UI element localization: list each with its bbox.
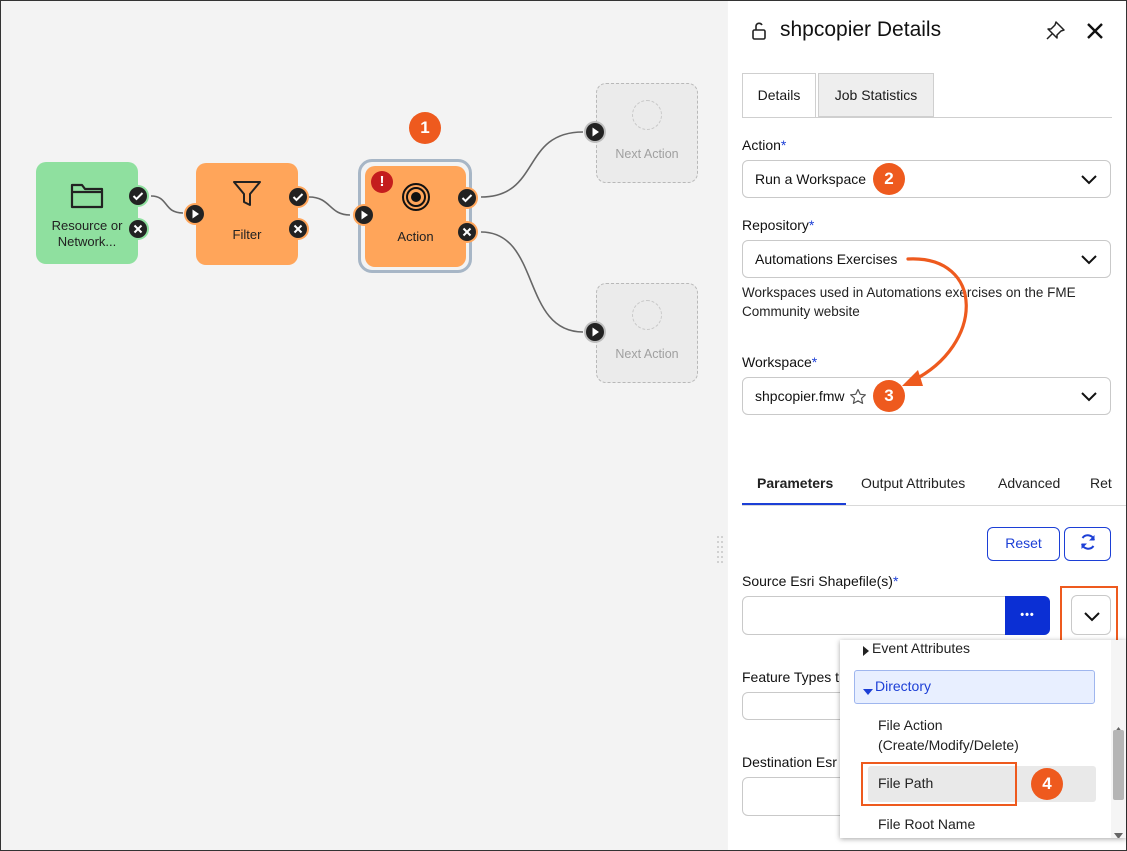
action-label: Action* [742,137,786,153]
funnel-icon [231,178,263,215]
subtab-retry[interactable]: Ret [1090,475,1112,491]
repository-help-text: Workspaces used in Automations exercises… [742,285,1076,319]
error-icon: ! [371,171,393,193]
callout-badge-4: 4 [1031,768,1063,800]
workspace-select[interactable]: shpcopier.fmw [742,377,1111,415]
browse-button[interactable]: ••• [1005,596,1050,635]
resource-node-label-1: Resource or [51,218,123,233]
resource-node[interactable]: Resource or Network... [36,162,138,264]
chevron-down-icon [1080,389,1098,408]
callout-badge-1: 1 [409,112,441,144]
reset-button[interactable]: Reset [987,527,1060,561]
workspace-select-value: shpcopier.fmw [755,388,845,404]
connection-wires [150,131,584,333]
feature-types-label: Feature Types t [742,669,840,685]
action-failure-port[interactable] [456,221,478,243]
repository-label: Repository* [742,217,814,233]
star-icon[interactable] [849,388,867,411]
required-mark: * [808,217,815,233]
directory-label: Directory [875,678,932,694]
callout-badge-3: 3 [873,380,905,412]
tab-details[interactable]: Details [742,73,816,117]
next-action-top-input-port[interactable] [584,121,606,143]
action-label-text: Action [742,137,781,153]
subtab-active-indicator [742,503,846,505]
action-success-port[interactable] [456,187,478,209]
pin-icon[interactable] [1044,20,1066,47]
wire-action-next-bottom [480,231,584,333]
subtab-divider [742,505,1126,506]
dropdown-item-event-attributes[interactable]: Event Attributes [872,640,971,656]
filter-node-label: Filter [232,227,262,242]
refresh-button[interactable] [1064,527,1111,561]
filter-success-port[interactable] [287,186,309,208]
tab-job-statistics[interactable]: Job Statistics [818,73,934,117]
file-path-label: File Path [878,775,934,791]
callout-badge-2: 2 [873,163,905,195]
action-select[interactable]: Run a Workspace [742,160,1111,198]
next-action-top[interactable]: Next Action [596,83,698,183]
placeholder-circle-icon [632,100,662,130]
more-icon: ••• [1020,609,1035,621]
repository-select[interactable]: Automations Exercises [742,240,1111,278]
required-mark: * [811,354,818,370]
subtab-advanced[interactable]: Advanced [998,475,1061,491]
action-select-value: Run a Workspace [755,171,867,187]
filter-failure-port[interactable] [287,218,309,240]
file-action-line-2: (Create/Modify/Delete) [878,737,1019,753]
repository-select-value: Automations Exercises [755,251,898,267]
source-shapefile-input[interactable] [742,596,1050,635]
action-node-label: Action [397,229,434,244]
caret-right-icon[interactable] [862,643,870,661]
panel-title: shpcopier Details [780,18,942,41]
workspace-label-text: Workspace [742,354,812,370]
workspace-label: Workspace* [742,354,817,370]
close-icon[interactable] [1085,21,1105,46]
next-action-bottom-label: Next Action [615,347,679,361]
source-shapefile-label-text: Source Esri Shapefile(s) [742,573,893,589]
source-shapefile-label: Source Esri Shapefile(s)* [742,573,898,589]
repository-label-text: Repository [742,217,809,233]
required-mark: * [780,137,787,153]
resource-success-port[interactable] [127,185,149,207]
chevron-down-icon [1083,609,1101,628]
wire-resource-filter [150,195,184,214]
filter-node[interactable]: Filter [196,163,298,265]
next-action-top-label: Next Action [615,147,679,161]
refresh-icon [1079,534,1097,554]
panel-resize-handle[interactable] [716,535,724,567]
workflow-canvas[interactable]: Resource or Network... Filter Action ! [1,1,727,850]
dropdown-scrollbar[interactable] [1111,640,1126,838]
dropdown-item-file-action[interactable]: File Action (Create/Modify/Delete) [878,715,1019,755]
unlock-icon[interactable] [750,21,768,46]
required-mark: * [892,573,899,589]
wire-filter-action [308,196,351,216]
destination-label: Destination Esr [742,754,837,770]
resource-failure-port[interactable] [127,218,149,240]
attribute-menu-button[interactable] [1071,595,1111,635]
attribute-dropdown: Event Attributes Directory File Action (… [840,640,1126,838]
dropdown-item-file-root-name[interactable]: File Root Name [878,816,976,832]
placeholder-circle-icon [632,300,662,330]
target-icon [401,182,431,217]
action-input-port[interactable] [353,204,375,226]
highlight-attribute-menu [1060,586,1118,646]
scroll-down-icon[interactable] [1114,826,1123,838]
file-action-line-1: File Action [878,717,943,733]
chevron-down-icon [1080,172,1098,191]
caret-down-icon [863,683,873,701]
subtab-parameters[interactable]: Parameters [757,475,834,491]
scrollbar-thumb[interactable] [1113,730,1124,800]
highlight-file-path [861,762,1017,806]
next-action-bottom-input-port[interactable] [584,321,606,343]
wire-action-next-top [480,131,584,198]
filter-input-port[interactable] [184,203,206,225]
dropdown-item-directory[interactable]: Directory [854,670,1095,704]
folder-icon [70,181,104,214]
next-action-bottom[interactable]: Next Action [596,283,698,383]
chevron-down-icon [1080,252,1098,271]
tab-divider [742,117,1112,118]
resource-node-label-2: Network... [57,234,117,249]
subtab-output-attributes[interactable]: Output Attributes [861,475,966,491]
